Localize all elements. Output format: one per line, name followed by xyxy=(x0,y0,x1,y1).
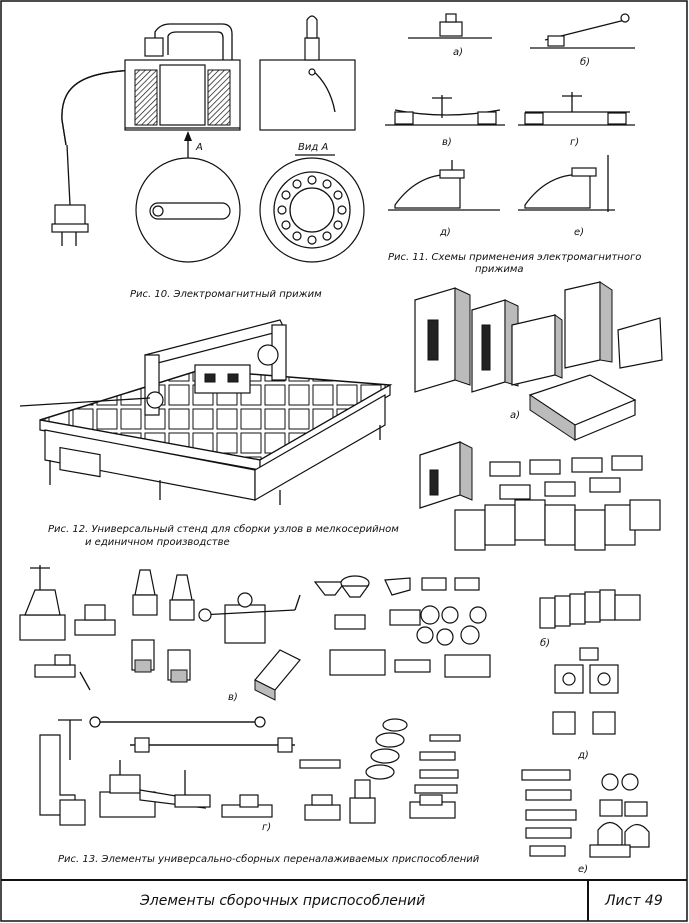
fig12-caption-line1: Рис. 12. Универсальный стенд для сборки … xyxy=(48,523,399,535)
title-block xyxy=(1,879,687,921)
fig13-support-elements xyxy=(419,441,661,551)
fig13g-brackets-and-rods xyxy=(39,716,461,826)
fig11-label-d: д) xyxy=(439,227,451,238)
fig11-label-v: в) xyxy=(442,137,452,148)
fig13-label-b: б) xyxy=(540,637,550,649)
title-block-title: Элементы сборочных приспособлений xyxy=(139,893,425,909)
fig11-label-b: б) xyxy=(580,56,590,68)
fig11-label-e: е) xyxy=(574,227,584,238)
fig13a-base-blocks xyxy=(414,281,663,441)
fig13-label-a: а) xyxy=(510,410,520,421)
fig13-label-d: д) xyxy=(577,750,589,761)
fig13-caption: Рис. 13. Элементы универсально-сборных п… xyxy=(58,853,480,865)
fig13b-block-row xyxy=(539,589,641,629)
fig12-assembly-stand xyxy=(19,319,393,505)
fig12-caption-line2: и единичном производстве xyxy=(85,537,230,548)
fig11-caption-line1: Рис. 11. Схемы применения электромагнитн… xyxy=(388,252,641,263)
fig11-caption-line2: прижима xyxy=(475,264,524,275)
fig11-clamp-schemes xyxy=(385,13,635,212)
fig13-label-g: г) xyxy=(262,822,271,833)
fig10-view-label: Вид A xyxy=(298,142,328,153)
fig13-label-e: е) xyxy=(578,864,588,875)
fig13e-bolts-and-nuts xyxy=(521,769,650,858)
fig11-label-g: г) xyxy=(570,137,579,148)
fig13d-square-nuts xyxy=(552,647,619,735)
title-block-sheet-number: Лист 49 xyxy=(604,893,663,909)
fig10-caption: Рис. 10. Электромагнитный прижим xyxy=(130,289,322,300)
fig13-label-v: в) xyxy=(228,692,238,703)
fig10-arrow-label: A xyxy=(195,142,203,153)
fig13-fasteners-components xyxy=(313,575,491,678)
fig10-electromagnetic-clamp xyxy=(51,15,365,263)
fig13v-clamps-and-supports xyxy=(19,565,301,701)
fig11-label-a: а) xyxy=(453,47,463,58)
